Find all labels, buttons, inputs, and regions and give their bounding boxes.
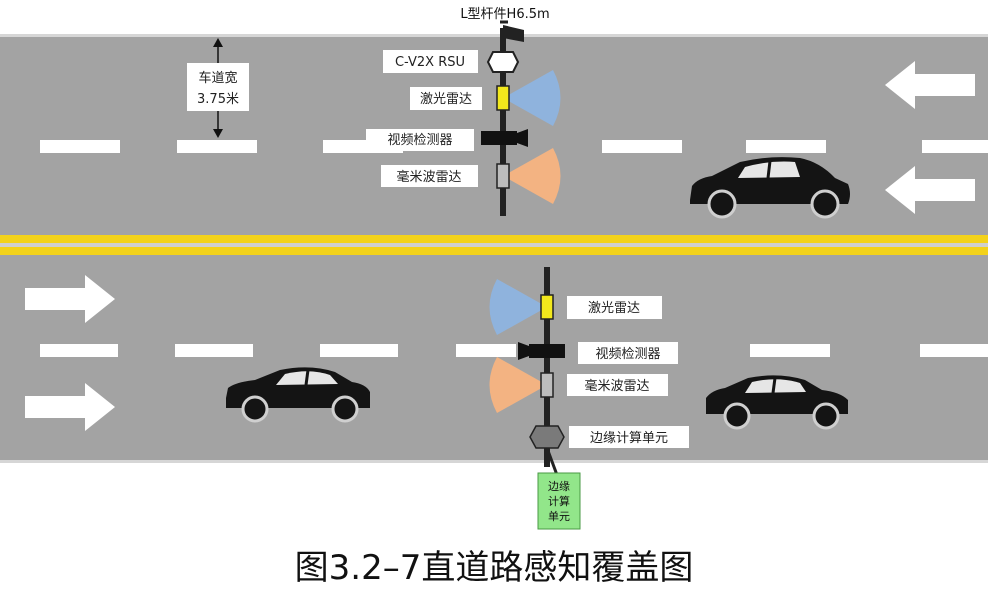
lower-camera-label-box (578, 342, 678, 364)
edge-cable (545, 447, 559, 476)
edge-label-box (569, 426, 689, 448)
edge-unit-device (529, 425, 565, 449)
edge-computing-box (537, 472, 581, 530)
upper-camera-device (481, 129, 528, 147)
edge-box-line-1: 边缘 (548, 480, 570, 493)
upper-camera-label-box (366, 129, 474, 151)
rsu-label: C-V2X RSU (395, 55, 465, 70)
lower-lidar-label-box (567, 296, 662, 319)
lower-lidar-device (540, 294, 554, 320)
lane-width-measure: 车道宽 3.75米 (187, 38, 249, 138)
car-icon (706, 375, 848, 430)
figure-caption: 图3.2–7直道路感知覆盖图 (294, 548, 694, 588)
pole-title: L型杆件H6.5m (460, 7, 549, 22)
upper-lidar-coverage (503, 70, 561, 126)
edge-label: 边缘计算单元 (590, 431, 668, 446)
upper-lidar-label: 激光雷达 (420, 92, 472, 107)
upper-camera-label: 视频检测器 (387, 133, 452, 148)
lower-lidar-label: 激光雷达 (588, 301, 640, 316)
lower-radar-label-box (567, 374, 668, 396)
rsu-device (486, 51, 520, 73)
upper-radar-label: 毫米波雷达 (396, 169, 461, 185)
lower-radar-label: 毫米波雷达 (584, 378, 649, 394)
upper-lidar-device (496, 85, 510, 111)
center-line-gap (0, 243, 988, 247)
upper-radar-coverage (503, 148, 561, 204)
lower-camera-device (518, 342, 565, 360)
lower-radar-device (540, 372, 554, 398)
edge-box-line-3: 单元 (548, 510, 570, 523)
road-bottom-edge (0, 460, 988, 463)
road-top-edge (0, 34, 988, 37)
lower-radar-coverage (489, 357, 547, 413)
edge-box-line-2: 计算 (548, 494, 570, 508)
lower-camera-label: 视频检测器 (595, 347, 660, 362)
lower-lidar-coverage (489, 279, 547, 335)
upper-pole (500, 20, 524, 216)
upper-radar-label-box (381, 165, 478, 187)
lane-width-value: 3.75米 (197, 92, 239, 107)
car-icon (690, 157, 850, 219)
upper-radar-device (496, 163, 510, 189)
lane-width-text: 车道宽 (198, 70, 237, 86)
upper-lidar-label-box (410, 87, 482, 110)
lower-pole (544, 267, 550, 467)
rsu-label-box (383, 50, 478, 73)
car-icon (226, 367, 370, 423)
lower-lane-dashes (40, 344, 988, 357)
